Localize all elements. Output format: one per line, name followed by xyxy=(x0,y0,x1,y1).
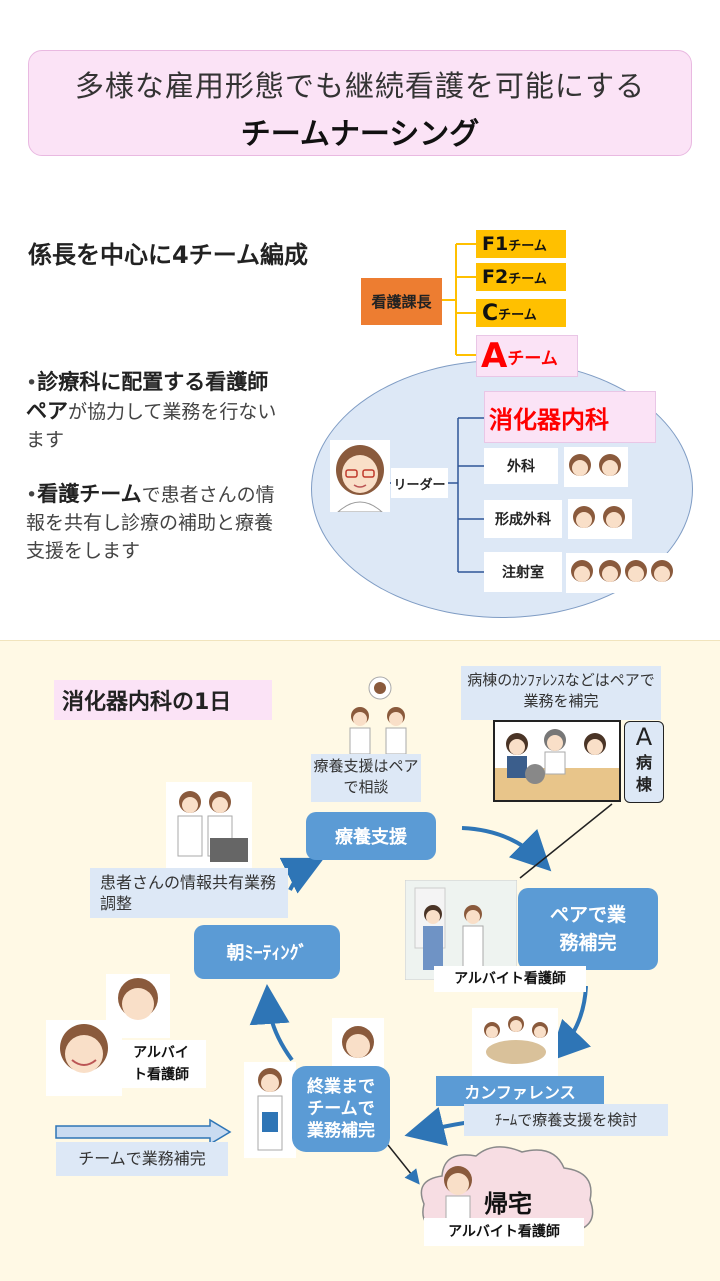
dept-plastic-surgery: 形成外科 xyxy=(484,500,562,538)
dept-surgery: 外科 xyxy=(484,448,558,484)
bullet-pair-rest: が協力して業務を行ないます xyxy=(26,401,277,451)
go-home-label: 帰宅 xyxy=(484,1190,532,1218)
ward-a-label: A 病棟 xyxy=(624,721,664,803)
team-complement-arrow-icon xyxy=(55,1118,232,1146)
conference-picture xyxy=(493,720,621,802)
org-connectors xyxy=(390,243,484,573)
bullet-team-rest: で患者さんの情報を共有し診療の補助と療養支援をします xyxy=(26,484,275,562)
conference-note: ﾁｰﾑで療養支援を検討 xyxy=(464,1104,668,1136)
part-time-nurse-caption-2: アルバイト看護師 xyxy=(116,1040,206,1088)
nurses-computer-icon xyxy=(166,782,252,870)
leader-illustration xyxy=(330,440,390,513)
bullet-pair: •診療科に配置する看護師ペアが協力して業務を行ないます xyxy=(26,370,277,451)
care-consult-note: 療養支援はペアで相談 xyxy=(311,754,421,802)
dept-injection-room: 注射室 xyxy=(484,552,562,592)
daily-flow-title: 消化器内科の1日 xyxy=(54,680,272,720)
nurse-face-small-icon xyxy=(332,1018,384,1068)
conference-step: カンファレンス xyxy=(436,1076,604,1106)
part-time-nurse-caption-1: アルバイト看護師 xyxy=(434,966,586,992)
nurse-clipboard-icon xyxy=(244,1062,296,1158)
part-time-nurses-icon xyxy=(46,974,170,1096)
nurse-faces-icon xyxy=(564,447,678,593)
bullet-team-strong: 看護チーム xyxy=(37,482,142,506)
nurse-pair-consult-icon xyxy=(349,676,407,755)
conference-group-icon xyxy=(472,1008,558,1076)
leader-face-icon xyxy=(336,445,384,513)
meeting-illustration-icon xyxy=(495,729,619,800)
part-time-nurse-caption-3: アルバイト看護師 xyxy=(424,1218,584,1246)
ward-conference-note: 病棟のｶﾝﾌｧﾚﾝｽなどはペアで業務を補完 xyxy=(461,666,661,720)
leader-box: リーダー xyxy=(391,468,448,498)
ward-nurses-icon xyxy=(405,880,517,980)
nursing-manager-box: 看護課長 xyxy=(361,278,442,325)
bullet-pair-strong: 診療科に配置する看護師ペア xyxy=(26,370,269,423)
team-complement-note: チームで業務補完 xyxy=(56,1142,228,1176)
title-line1: 多様な雇用形態でも継続看護を可能にする xyxy=(74,69,646,103)
bullet-team: •看護チームで患者さんの情報を共有し診療の補助と療養支援をします xyxy=(26,482,275,562)
until-end-step: 終業までチームで業務補完 xyxy=(292,1066,390,1152)
care-support-step: 療養支援 xyxy=(306,812,436,860)
morning-meeting-step: 朝ﾐｰﾃｨﾝｸﾞ xyxy=(194,925,340,979)
title-banner: 多様な雇用形態でも継続看護を可能にする チームナーシング xyxy=(28,50,692,156)
patient-info-note: 患者さんの情報共有業務調整 xyxy=(90,868,288,918)
dept-gastro: 消化器内科 xyxy=(484,391,656,443)
pair-complement-step: ペアで業務補完 xyxy=(518,888,658,970)
title-line2: チームナーシング xyxy=(240,117,480,152)
team-heading: 係長を中心に4チーム編成 xyxy=(28,241,308,269)
